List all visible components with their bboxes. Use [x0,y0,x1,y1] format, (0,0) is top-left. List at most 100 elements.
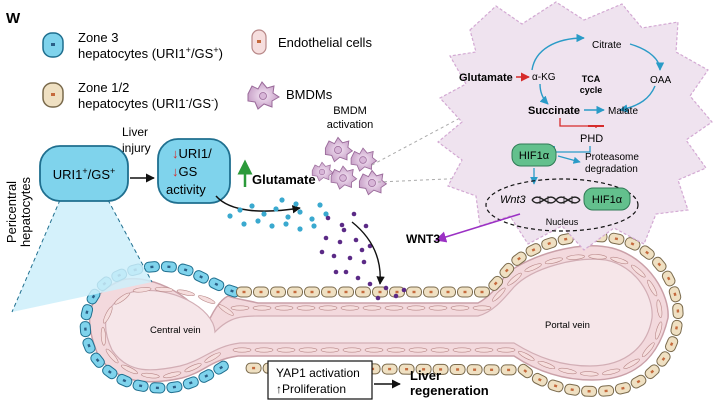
zone12-hepatocyte-nucleus [293,290,297,294]
bmdm-nucleus [334,146,342,154]
zone3-hepatocyte-nucleus [204,374,209,378]
glutamate-dot [269,223,275,229]
glutamate-dot [283,221,289,227]
zone3-hepatocyte-nucleus [219,365,224,370]
wnt3-gene-label: Wnt3 [500,194,527,206]
endothelial-cell [430,347,450,353]
proteasome-line2: degradation [585,164,638,175]
tca-glutamate: Glutamate [459,72,513,84]
zone12-hepatocyte-nucleus [259,290,263,294]
zone12-hepatocyte [500,364,517,376]
zone12-hepatocyte-nucleus [657,262,662,267]
glutamate-dot [241,221,247,227]
zone12-hepatocyte [466,364,483,376]
endothelial-cell [631,264,646,278]
glutamate-dot [279,197,285,203]
zone12-hepatocyte [661,270,676,287]
wnt3-dot [337,239,343,245]
wnt3-dot [351,211,357,217]
zone12-hepatocyte-nucleus [361,290,365,294]
wnt3-dots [319,211,407,301]
endothelial-cell [252,305,272,311]
zone12-hepatocyte [440,286,456,298]
zone12-hepatocyte-nucleus [242,290,246,294]
glutamate-dot [293,201,299,207]
zone12-hepatocyte-nucleus [553,384,558,388]
endothelial-cell [386,347,406,353]
endothelial-cell [452,347,472,353]
liver-regeneration-line2: regeneration [410,383,489,398]
outcome-box: YAP1 activation ↑Proliferation [267,360,373,400]
zone12-hepatocyte-nucleus [564,237,568,241]
glutamate-dots [227,197,329,232]
hepatocyte-initial: URI1+/GS+ [39,145,129,202]
zone12-hepatocyte [672,302,684,320]
activity-line1: ↓URI1/ [172,146,212,161]
liver-regeneration-line1: Liver [410,368,441,383]
zone12-hepatocyte-nucleus [666,276,671,281]
endothelial-cell [218,304,234,316]
zone12-hepatocyte-nucleus [630,242,635,246]
wnt3-dot [319,249,325,255]
wnt3-label: WNT3 [406,232,440,246]
endothelial-cell [120,364,138,375]
zone3-hepatocyte [132,379,149,392]
zone3-hepatocyte-nucleus [214,282,219,287]
endothelial-cell [566,254,585,260]
zone12-hepatocyte [270,286,286,298]
zone12-hepatocyte-nucleus [439,368,443,371]
endothelial-cell [654,321,663,340]
endothelial-cell [154,286,174,293]
zone3-hepatocyte-nucleus [155,386,159,390]
zone12-hepatocyte-nucleus [412,290,416,294]
zone12-hepatocyte-nucleus [621,386,625,390]
glutamate-dot [261,211,267,217]
zone12-hepatocyte [338,286,354,298]
zone12-hepatocyte [644,364,660,380]
wnt3-dot [383,285,389,291]
zone3-hepatocyte-nucleus [230,289,234,293]
wnt3-secretion-arrow [434,213,521,243]
endothelial-cell [362,305,382,311]
zone12-hepatocyte-nucleus [493,281,498,286]
liver-injury-line2: injury [122,141,151,155]
zone3-hepatocyte-nucleus [122,378,127,383]
zone12-hepatocyte [406,286,422,298]
zone12-hepatocyte-nucleus [673,292,677,297]
endothelial-cell [384,305,404,311]
hif1a-nucleus: HIF1α [583,187,631,211]
wnt3-dot [333,269,339,275]
zone3-hepatocyte [208,277,225,292]
endothelial-cell-lining [100,254,663,379]
bmdm-cell [350,147,378,172]
zone3-hepatocyte [149,382,166,394]
zoom-line-top [371,117,461,166]
endothelial-cell [176,289,195,297]
zone12-hepatocyte-nucleus [504,268,509,273]
zone12-hepatocyte-nucleus [676,309,680,313]
endothelial-cell [105,348,119,364]
endothelial-cell [103,306,113,324]
tca-succinate: Succinate [528,105,580,117]
panel-label: W [6,10,21,27]
endothelial-cell [320,347,340,353]
activity-line3: activity [166,182,206,197]
sinusoid-vessel [79,231,684,397]
zone3-hepatocyte [102,364,118,380]
zone3-hepatocyte-nucleus [167,265,171,269]
legend-zone3-line1: Zone 3 [78,30,118,45]
endothelial-cell [198,295,216,304]
endothelial-cell [558,367,577,375]
zone3-hepatocyte [177,263,194,277]
zone12-hepatocyte [499,262,515,279]
nucleus [485,178,639,232]
glutamate-dot [297,226,303,232]
zone12-hepatocyte-nucleus [570,388,574,392]
zone12-hepatocyte [652,256,667,273]
endothelial-cell [474,347,494,353]
zone12-hepatocyte [423,286,439,298]
zone12-hepatocyte [432,363,449,375]
wnt3-dot [347,255,353,261]
legend-endothelial-label: Endothelial cells [278,35,372,50]
zone3-hepatocyte-nucleus [87,343,91,348]
